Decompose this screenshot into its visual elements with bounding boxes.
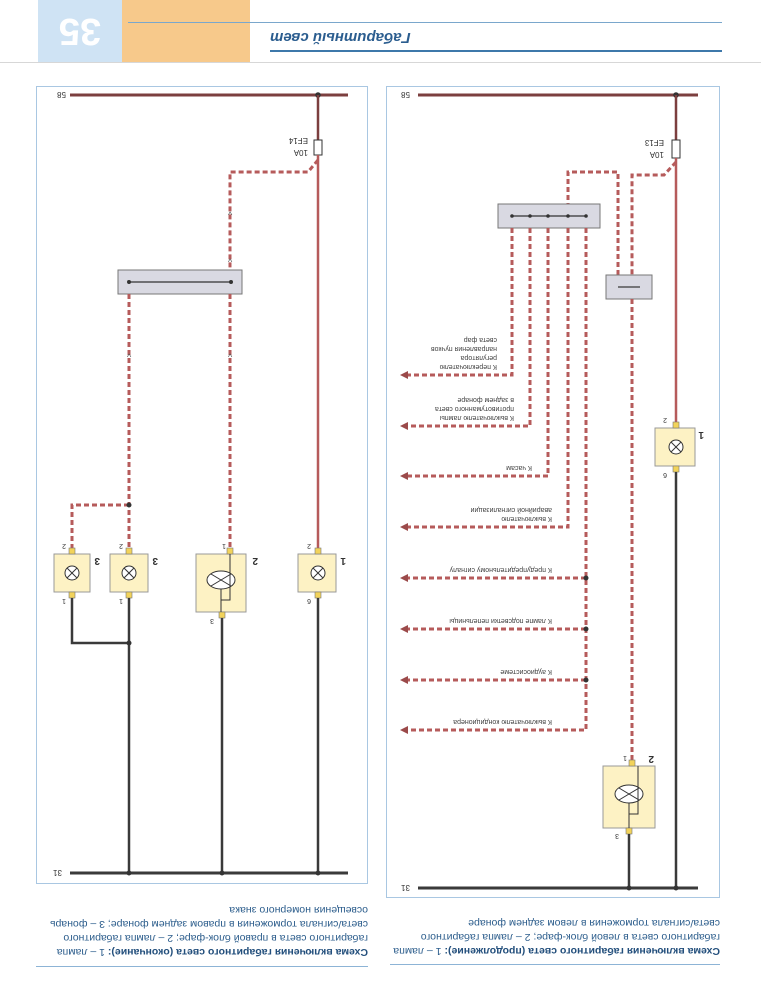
right-fuse-name: EF13 [644, 138, 664, 147]
left-ground-node [219, 870, 225, 876]
right-ground-node [626, 885, 632, 891]
right-lamp-2 [602, 759, 656, 835]
right-diagram-frame [386, 86, 720, 898]
branch-label-line: света фар [464, 336, 497, 343]
branch-label-line: в заднем фонаре [457, 396, 514, 403]
branch-label-line: направления пучков [431, 345, 497, 352]
right-bus-58-label: 58 [401, 90, 410, 99]
branch-label-line: К выключателю кондиционера [453, 718, 552, 725]
left-fuse-rating: 10A [293, 148, 308, 157]
left-bus-31-label: 31 [53, 868, 62, 877]
branch-label-line: регулятора [461, 354, 497, 361]
left-caption-rule [36, 966, 368, 967]
connector-pin [510, 214, 514, 218]
branch-label-line: аварийной сигнализации [471, 506, 552, 514]
left-bus-58-label: 58 [57, 90, 66, 99]
pin-label: 3 [210, 617, 214, 624]
left-fuse [313, 139, 323, 156]
lamp-ref-label: 2 [648, 753, 654, 764]
pin-label: 3 [615, 832, 619, 839]
lamp-ref-label: 1 [340, 555, 346, 566]
right-branch-0 [404, 228, 514, 377]
left-wire-to-connector [228, 159, 320, 270]
splice [583, 575, 589, 581]
pin-label: 1 [62, 597, 66, 604]
pin-label: 6 [307, 597, 311, 604]
branch-label-line: К переключателю [440, 363, 497, 370]
header-rule-thick [270, 50, 722, 52]
left-ground-node [315, 870, 321, 876]
left-ground-splice [126, 640, 132, 646]
pin-label: 2 [663, 416, 667, 423]
pin-label: 1 [119, 597, 123, 604]
lamp-ref-label: 1 [698, 429, 704, 440]
left-lamp-1 [297, 547, 337, 599]
left-fuse-name: EF14 [288, 136, 308, 145]
left-connector-pin [229, 280, 233, 284]
connector-pin [546, 214, 550, 218]
lamp-ref-label: 3 [152, 555, 158, 566]
right-caption-title: Схема включения габаритного света (продо… [444, 945, 720, 957]
left-caption-title: Схема включения габаритного света (оконч… [107, 946, 368, 958]
lamp-ref-label: 2 [252, 555, 258, 566]
pin-label: 2 [62, 542, 66, 549]
right-branch-labels: К переключателю регулятора направления пуч… [431, 336, 552, 725]
connector-pin [584, 214, 588, 218]
branch-label-line: К выключателю [501, 515, 552, 522]
left-lamp-3b [109, 547, 149, 599]
header-tab-blue [38, 0, 122, 62]
branch-label-line: К выключателю лампы [440, 414, 514, 421]
connector-pin [566, 214, 570, 218]
right-branch-3 [404, 228, 570, 529]
splice [583, 626, 589, 632]
left-arrow: ^ [228, 352, 233, 362]
connector-pin [528, 214, 532, 218]
left-wire-lamp3a [70, 503, 129, 548]
left-lamp-3a [53, 547, 91, 599]
left-caption: Схема включения габаритного света (оконч… [36, 903, 368, 959]
left-ground-node [126, 870, 132, 876]
pin-label: 2 [119, 542, 123, 549]
header-divider [0, 62, 761, 63]
left-lamp-2 [195, 547, 247, 619]
splice [583, 677, 589, 683]
left-arrow: ^ [127, 352, 132, 362]
header-tab-orange [122, 0, 250, 62]
branch-label-line: К аудиосистеме [500, 668, 552, 675]
pin-label: 1 [222, 542, 226, 549]
right-caption: Схема включения габаритного света (продо… [390, 912, 720, 958]
left-splice [126, 502, 132, 508]
right-wire-to-small-connector [630, 160, 678, 275]
right-branch-2 [404, 228, 550, 478]
left-arrow: ^ [228, 257, 233, 267]
pin-label: 1 [623, 754, 627, 761]
left-ground-3a [70, 598, 129, 645]
right-branch-arrows [400, 371, 408, 734]
pin-label: 6 [663, 471, 667, 478]
right-branch-1 [404, 228, 532, 428]
branch-label-line: противотуманного света [435, 405, 514, 412]
left-diagram-frame [36, 86, 368, 884]
right-wire-to-big-connector [566, 170, 620, 275]
right-branch-trunk [404, 228, 588, 732]
left-connector-pin [127, 280, 131, 284]
branch-label-line: К часам [506, 464, 532, 471]
header-rule-thin [128, 22, 722, 23]
right-bus-31-label: 31 [401, 883, 410, 892]
pin-label: 2 [307, 542, 311, 549]
left-arrow: ^ [228, 210, 233, 220]
lamp-ref-label: 3 [94, 555, 100, 566]
branch-label-line: К лампе подсветки пепельницы [449, 617, 552, 624]
right-fuse [671, 139, 681, 159]
right-caption-rule [390, 964, 720, 965]
right-ground-node [673, 885, 679, 891]
branch-label-line: К предупредительному сигналу [449, 566, 552, 573]
right-fuse-rating: 10A [649, 150, 664, 159]
right-lamp-1 [654, 421, 696, 473]
